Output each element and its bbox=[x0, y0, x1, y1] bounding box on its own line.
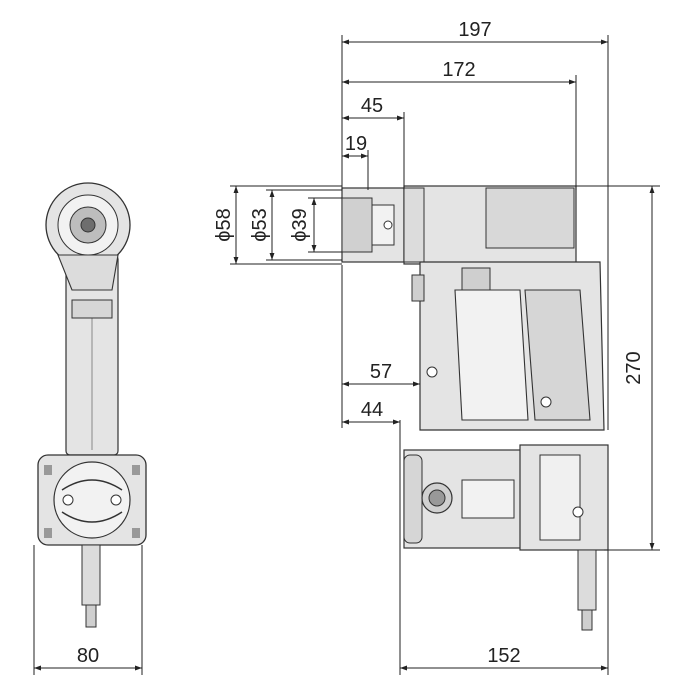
dimension-19: 19 bbox=[342, 133, 369, 190]
front-view-neck bbox=[57, 254, 119, 291]
side-view-socket-inner bbox=[341, 197, 373, 253]
front-view-cable-end bbox=[85, 604, 97, 628]
side-view-switch bbox=[411, 274, 425, 302]
dim-270-label: 270 bbox=[623, 351, 645, 384]
dim-80-label: 80 bbox=[77, 645, 99, 667]
side-view-motor-window bbox=[461, 479, 515, 519]
front-view-screw-left bbox=[62, 494, 74, 506]
front-view-base-grip-top bbox=[61, 479, 123, 491]
dimension-phi58: ϕ58 bbox=[213, 185, 342, 265]
dimension-197: 197 bbox=[341, 19, 609, 430]
dimension-172: 172 bbox=[342, 59, 577, 190]
front-view-screw-right bbox=[110, 494, 122, 506]
dim-172-label: 172 bbox=[442, 59, 475, 81]
side-view-grip bbox=[524, 289, 591, 421]
side-view-trigger-guard bbox=[461, 267, 491, 291]
side-view-motor-cap bbox=[403, 454, 423, 544]
dimension-44: 44 bbox=[342, 399, 401, 675]
dimension-57: 57 bbox=[341, 265, 420, 428]
front-view-base-disc bbox=[53, 461, 131, 539]
side-view-screw-3 bbox=[572, 506, 584, 518]
dim-phi58-label: ϕ58 bbox=[213, 208, 235, 241]
dimension-phi53: ϕ53 bbox=[249, 189, 342, 261]
side-view-socket-screw bbox=[383, 220, 393, 230]
front-view-bolt-bl bbox=[44, 528, 52, 538]
side-view-gearbox-front bbox=[403, 187, 425, 263]
side-view-screw-1 bbox=[426, 366, 438, 378]
dim-45-label: 45 bbox=[361, 95, 383, 117]
side-view bbox=[341, 185, 609, 631]
side-view-grip-opening bbox=[454, 289, 529, 421]
side-view-gearbox-cover bbox=[485, 187, 575, 249]
dimension-270: 270 bbox=[576, 185, 660, 551]
dim-44-label: 44 bbox=[361, 399, 383, 421]
front-view-bolt-br bbox=[132, 528, 140, 538]
dimension-45: 45 bbox=[342, 95, 405, 190]
front-view-bolt-tr bbox=[132, 465, 140, 475]
side-view-screw-2 bbox=[540, 396, 552, 408]
dimension-phi39: ϕ39 bbox=[289, 197, 342, 253]
front-view-bolt-tl bbox=[44, 465, 52, 475]
dimension-152: 152 bbox=[400, 550, 609, 675]
dim-19-label: 19 bbox=[345, 133, 367, 155]
side-view-motor-knob-center bbox=[428, 489, 446, 507]
side-view-cable-sleeve bbox=[577, 549, 597, 611]
dim-197-label: 197 bbox=[458, 19, 491, 41]
front-view-socket-hole bbox=[80, 217, 96, 233]
side-view-socket-collar bbox=[371, 204, 395, 246]
side-view-cable-end bbox=[581, 609, 593, 631]
front-view-column-band bbox=[71, 299, 113, 319]
front-view-cable-sleeve bbox=[81, 544, 101, 606]
dimension-80: 80 bbox=[33, 545, 143, 675]
front-view-base-grip-bottom bbox=[61, 511, 123, 523]
front-view bbox=[37, 182, 147, 628]
dim-phi39-label: ϕ39 bbox=[289, 208, 311, 241]
dim-152-label: 152 bbox=[487, 645, 520, 667]
side-view-control-panel bbox=[539, 454, 581, 541]
dim-57-label: 57 bbox=[370, 361, 392, 383]
dim-phi53-label: ϕ53 bbox=[249, 208, 271, 241]
